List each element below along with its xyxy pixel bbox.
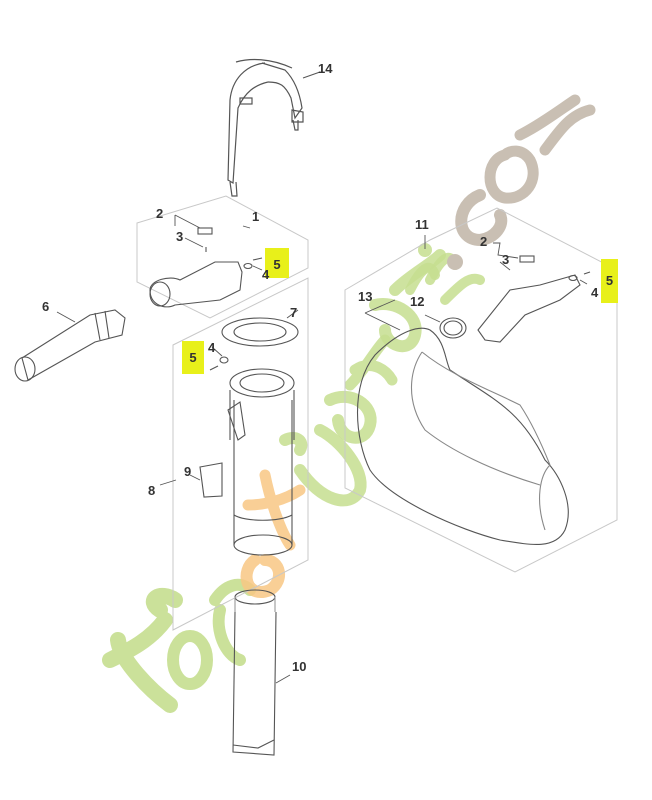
callout-8: 8 [148, 483, 156, 498]
callout-11: 11 [415, 217, 429, 232]
leader-line [275, 674, 291, 684]
callout-2: 2 [480, 234, 488, 249]
highlight-callout-5-tube: 5 [182, 341, 204, 374]
callout-4: 4 [208, 340, 216, 355]
leader-line [56, 311, 76, 323]
callout-5-label: 5 [189, 350, 197, 365]
callout-7: 7 [290, 305, 298, 320]
leader-line [302, 71, 321, 79]
callout-4: 4 [591, 285, 599, 300]
shoulder-strap-drawing [227, 58, 304, 197]
callout-6: 6 [42, 299, 50, 314]
assembly-frames [136, 195, 618, 631]
bag-drawing [356, 255, 591, 546]
callout-14: 14 [318, 61, 333, 76]
callout-13: 13 [358, 289, 373, 304]
callout-12: 12 [410, 294, 425, 309]
callout-5-label: 5 [605, 273, 614, 288]
callout-5-label: 5 [273, 257, 281, 272]
handle-drawing [149, 227, 263, 308]
watermark [102, 94, 596, 713]
leader-lines-1 [174, 214, 263, 271]
callout-3: 3 [502, 252, 510, 267]
leader-lines-11 [364, 235, 588, 331]
callout-9: 9 [184, 464, 192, 479]
leader-lines-8 [159, 309, 299, 486]
callout-3: 3 [176, 229, 184, 244]
callout-1: 1 [252, 209, 260, 224]
lower-tube-drawing [232, 589, 277, 756]
tube-assembly-drawing [199, 317, 299, 556]
highlight-callout-5-bag: 5 [601, 259, 618, 303]
callout-10: 10 [292, 659, 307, 674]
nozzle-drawing [14, 309, 126, 382]
callout-4: 4 [262, 267, 270, 282]
callout-2: 2 [156, 206, 164, 221]
highlight-callout-5-handle: 5 [265, 248, 289, 278]
